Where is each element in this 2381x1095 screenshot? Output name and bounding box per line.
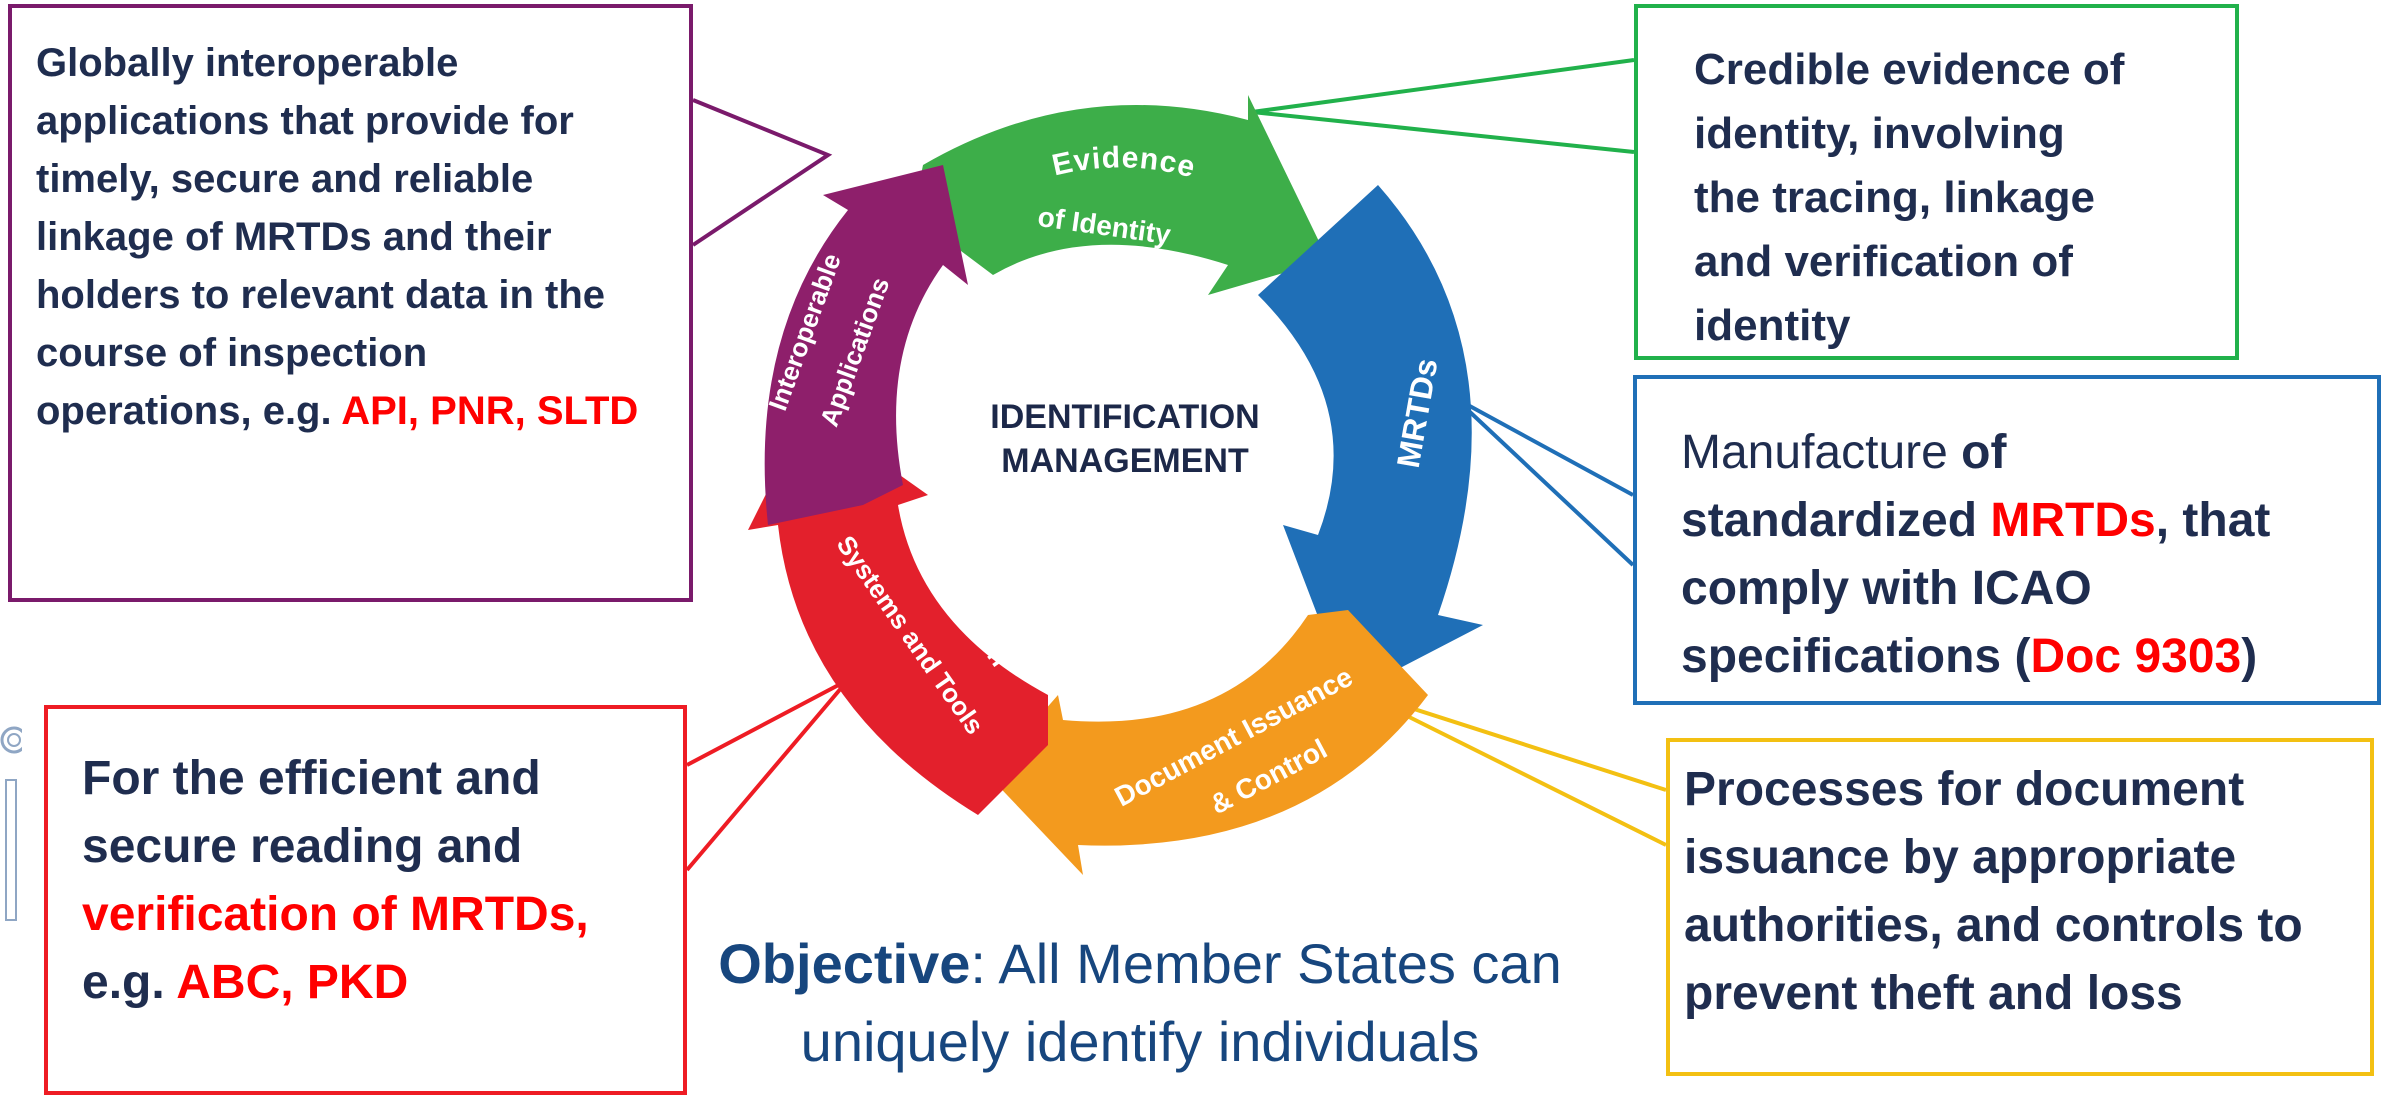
evidence-line: and verification of	[1694, 237, 2073, 286]
evidence-line: Credible evidence of	[1694, 45, 2125, 94]
mrtd-line4-highlight: Doc 9303	[2030, 630, 2242, 683]
issuance-line: authorities, and controls to	[1684, 899, 2303, 952]
interop-last-prefix: operations, e.g.	[36, 389, 342, 433]
inspection-line2: secure reading and	[82, 820, 523, 873]
evidence-line: identity, involving	[1694, 109, 2065, 158]
interop-examples: API, PNR, SLTD	[341, 389, 639, 433]
interop-line: linkage of MRTDs and their	[36, 215, 552, 259]
mrtd-line2-highlight: MRTDs	[1990, 494, 2156, 547]
cycle-segment-interop	[764, 165, 968, 525]
inspection-line4-prefix: e.g.	[82, 956, 177, 1009]
objective-line2: uniquely identify individuals	[800, 1010, 1480, 1073]
inspection-line4: e.g. ABC, PKD	[82, 949, 649, 1017]
mrtd-line1: Manufacture of	[1681, 419, 2333, 487]
evidence-line: the tracing, linkage	[1694, 173, 2095, 222]
icao-logo-icon	[0, 726, 22, 921]
cycle-segment-evidence	[913, 95, 1328, 295]
center-title-line2: MANAGEMENT	[1001, 442, 1249, 480]
evidence-line: identity	[1694, 301, 1851, 350]
inspection-line3: verification of MRTDs,	[82, 888, 589, 941]
mrtd-line4-prefix: specifications (	[1681, 630, 2031, 683]
objective-line1: Objective: All Member States can	[690, 925, 1590, 1003]
interoperable-applications-callout: Globally interoperable applications that…	[8, 4, 693, 602]
mrtds-callout: Manufacture of standardized MRTDs, that …	[1633, 375, 2381, 705]
issuance-line: Processes for document	[1684, 763, 2245, 816]
interop-line: applications that provide for	[36, 99, 574, 143]
objective-text-1: : All Member States can	[970, 932, 1562, 995]
cycle-center-title: IDENTIFICATION MANAGEMENT	[990, 395, 1260, 483]
mrtd-line1-bold: of	[1961, 426, 2007, 479]
mrtd-line2-prefix: standardized	[1681, 494, 1991, 547]
mrtd-line3: comply with ICAO	[1681, 562, 2092, 615]
center-title-line1: IDENTIFICATION	[990, 398, 1260, 436]
interop-last-line: operations, e.g. API, PNR, SLTD	[36, 382, 665, 440]
objective-statement: Objective: All Member States can uniquel…	[690, 925, 1590, 1081]
mrtd-line2-suffix: , that	[2155, 494, 2271, 547]
interop-connector	[691, 98, 833, 247]
cycle-segment-mrtds	[1258, 185, 1483, 695]
inspection-systems-callout: For the efficient and secure reading and…	[44, 705, 687, 1095]
mrtd-line4-suffix: )	[2241, 630, 2258, 683]
cycle-segment-issuance	[988, 610, 1428, 875]
mrtd-line4: specifications (Doc 9303)	[1681, 623, 2333, 691]
interop-line: timely, secure and reliable	[36, 157, 534, 201]
inspection-line1: For the efficient and	[82, 752, 541, 805]
evidence-of-identity-callout: Credible evidence of identity, involving…	[1634, 4, 2239, 360]
issuance-line: prevent theft and loss	[1684, 967, 2183, 1020]
identification-cycle-diagram: Evidence of Identity MRTDs Document Issu…	[748, 95, 1483, 875]
mrtd-line1-plain: Manufacture	[1681, 426, 1962, 479]
issuance-line: issuance by appropriate	[1684, 831, 2237, 884]
mrtd-line2: standardized MRTDs, that	[1681, 487, 2333, 555]
inspection-line4-highlight: ABC, PKD	[176, 956, 409, 1009]
objective-label: Objective	[718, 932, 971, 995]
interop-line: course of inspection	[36, 331, 428, 375]
interop-line: Globally interoperable	[36, 41, 459, 85]
interop-line: holders to relevant data in the	[36, 273, 606, 317]
document-issuance-callout: Processes for document issuance by appro…	[1666, 738, 2374, 1076]
